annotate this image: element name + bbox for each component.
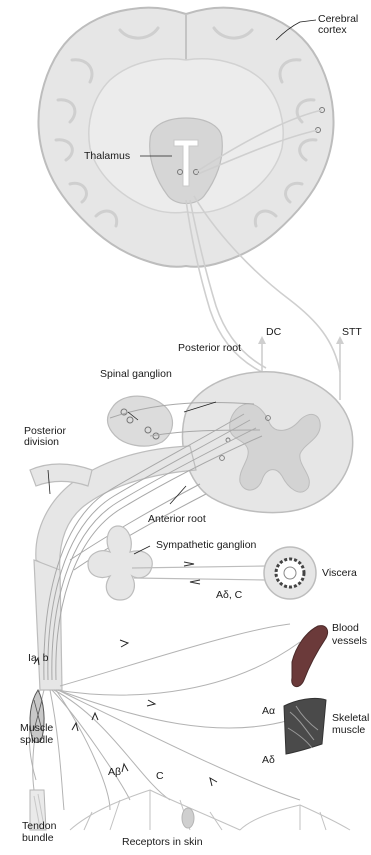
viscera-shape	[264, 547, 316, 599]
label-a-alpha: Aα	[262, 705, 275, 717]
skeletal-muscle-shape	[284, 698, 326, 754]
brain-section	[38, 8, 333, 267]
label-spinal-ganglion: Spinal ganglion	[100, 368, 172, 380]
label-sympathetic-ganglion: Sympathetic ganglion	[156, 539, 256, 551]
label-c: C	[156, 770, 164, 782]
label-a-delta-c: Aδ, C	[216, 589, 242, 601]
label-cerebral-cortex: Cerebral cortex	[318, 14, 370, 36]
label-tendon-bundle: Tendon bundle	[22, 820, 56, 844]
label-skeletal-muscle: Skeletal muscle	[332, 712, 369, 736]
label-anterior-root: Anterior root	[148, 513, 206, 525]
label-thalamus: Thalamus	[84, 150, 130, 162]
spinal-ganglion-shape	[108, 396, 173, 446]
skin-receptors	[70, 790, 350, 830]
peripheral-fibers	[29, 624, 300, 810]
label-viscera: Viscera	[322, 567, 357, 579]
dc-arrow	[258, 336, 266, 344]
label-a-beta: Aβ	[108, 766, 121, 778]
label-ia-b: Ia, b	[28, 652, 48, 664]
label-a-delta: Aδ	[262, 754, 275, 766]
label-posterior-division: Posterior division	[24, 426, 66, 448]
blood-vessel-shape	[292, 626, 328, 687]
label-stt: STT	[342, 326, 362, 338]
label-posterior-root: Posterior root	[178, 342, 241, 354]
label-dc: DC	[266, 326, 281, 338]
spinal-cord	[182, 372, 352, 513]
label-muscle-spindle: Muscle spindle	[20, 722, 53, 746]
label-receptors-in-skin: Receptors in skin	[122, 836, 203, 848]
label-blood-vessels: Blood vessels	[332, 622, 367, 648]
